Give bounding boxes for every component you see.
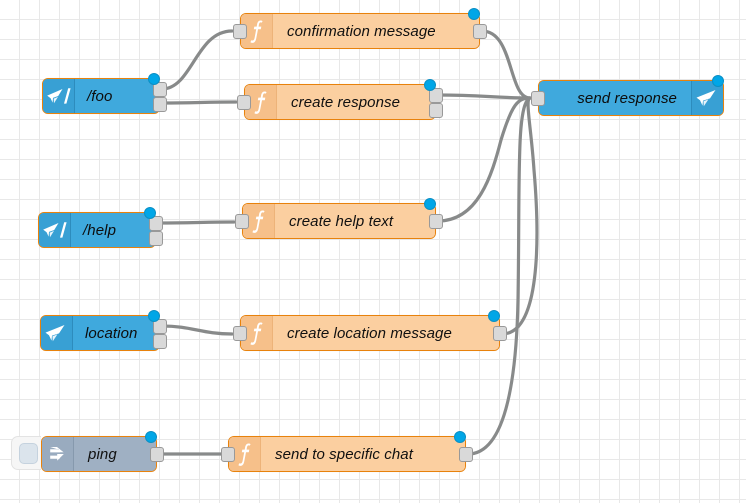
status-dot [488, 310, 500, 322]
node-confirmation-message[interactable]: confirmation message [233, 8, 487, 49]
wire-foo-to-confirmation [160, 29, 234, 91]
node-create-response[interactable]: create response [237, 79, 443, 120]
inject-trigger-button[interactable] [11, 436, 41, 470]
status-dot [148, 73, 160, 85]
output-port[interactable] [473, 24, 487, 39]
wire-confirmation-to-send-response [480, 29, 532, 100]
output-port-2[interactable] [149, 231, 163, 246]
status-dot [424, 198, 436, 210]
node-label: /foo [87, 87, 113, 105]
node-label: confirmation message [287, 22, 436, 40]
inject-button-inner [19, 443, 38, 464]
node-create-location-message[interactable]: create location message [233, 310, 507, 351]
wire-foo-to-create-response [160, 100, 238, 105]
node-send-to-specific-chat[interactable]: send to specific chat [221, 431, 473, 472]
output-port-2[interactable] [153, 97, 167, 112]
node-label: ping [88, 445, 117, 463]
output-port-1[interactable] [153, 319, 167, 334]
telegram-command-icon [43, 79, 75, 113]
function-f-icon [241, 14, 273, 48]
status-dot [148, 310, 160, 322]
output-port-1[interactable] [153, 82, 167, 97]
input-port[interactable] [531, 91, 545, 106]
node-help-command[interactable]: /help [38, 207, 163, 248]
output-port[interactable] [459, 447, 473, 462]
output-port-2[interactable] [153, 334, 167, 349]
node-label: /help [83, 221, 117, 239]
wire-help-to-create-help-text [156, 220, 236, 225]
node-label: create location message [287, 324, 452, 342]
wire-create-response-to-send-response [436, 93, 532, 100]
input-port[interactable] [233, 24, 247, 39]
node-send-response[interactable]: send response [531, 75, 724, 116]
wire-create-location-message-to-send-response [500, 96, 539, 336]
status-dot [454, 431, 466, 443]
telegram-command-icon [39, 213, 71, 247]
input-port[interactable] [235, 214, 249, 229]
output-port-1[interactable] [149, 216, 163, 231]
input-port[interactable] [233, 326, 247, 341]
node-ping-inject[interactable]: ping [11, 431, 164, 472]
telegram-plain-icon [41, 316, 73, 350]
wire-create-help-text-to-send-response [436, 96, 532, 223]
node-label: send response [577, 89, 677, 107]
inject-arrow-icon [42, 437, 74, 471]
status-dot [144, 207, 156, 219]
input-port[interactable] [221, 447, 235, 462]
node-label: send to specific chat [275, 445, 414, 463]
output-port-2[interactable] [429, 103, 443, 118]
node-foo-command[interactable]: /foo [42, 73, 167, 114]
status-dot [468, 8, 480, 20]
node-label: create help text [289, 212, 394, 230]
node-label: create response [291, 93, 401, 111]
wire-location-to-create-location-message [160, 324, 234, 336]
node-location-trigger[interactable]: location [40, 310, 167, 351]
function-f-icon [245, 85, 277, 119]
wire-send-to-specific-chat-to-send-response [466, 96, 532, 456]
output-port-1[interactable] [429, 88, 443, 103]
node-label: location [85, 324, 138, 342]
status-dot [712, 75, 724, 87]
output-port[interactable] [493, 326, 507, 341]
input-port[interactable] [237, 95, 251, 110]
node-create-help-text[interactable]: create help text [235, 198, 443, 239]
output-port[interactable] [150, 447, 164, 462]
status-dot [145, 431, 157, 443]
status-dot [424, 79, 436, 91]
output-port[interactable] [429, 214, 443, 229]
